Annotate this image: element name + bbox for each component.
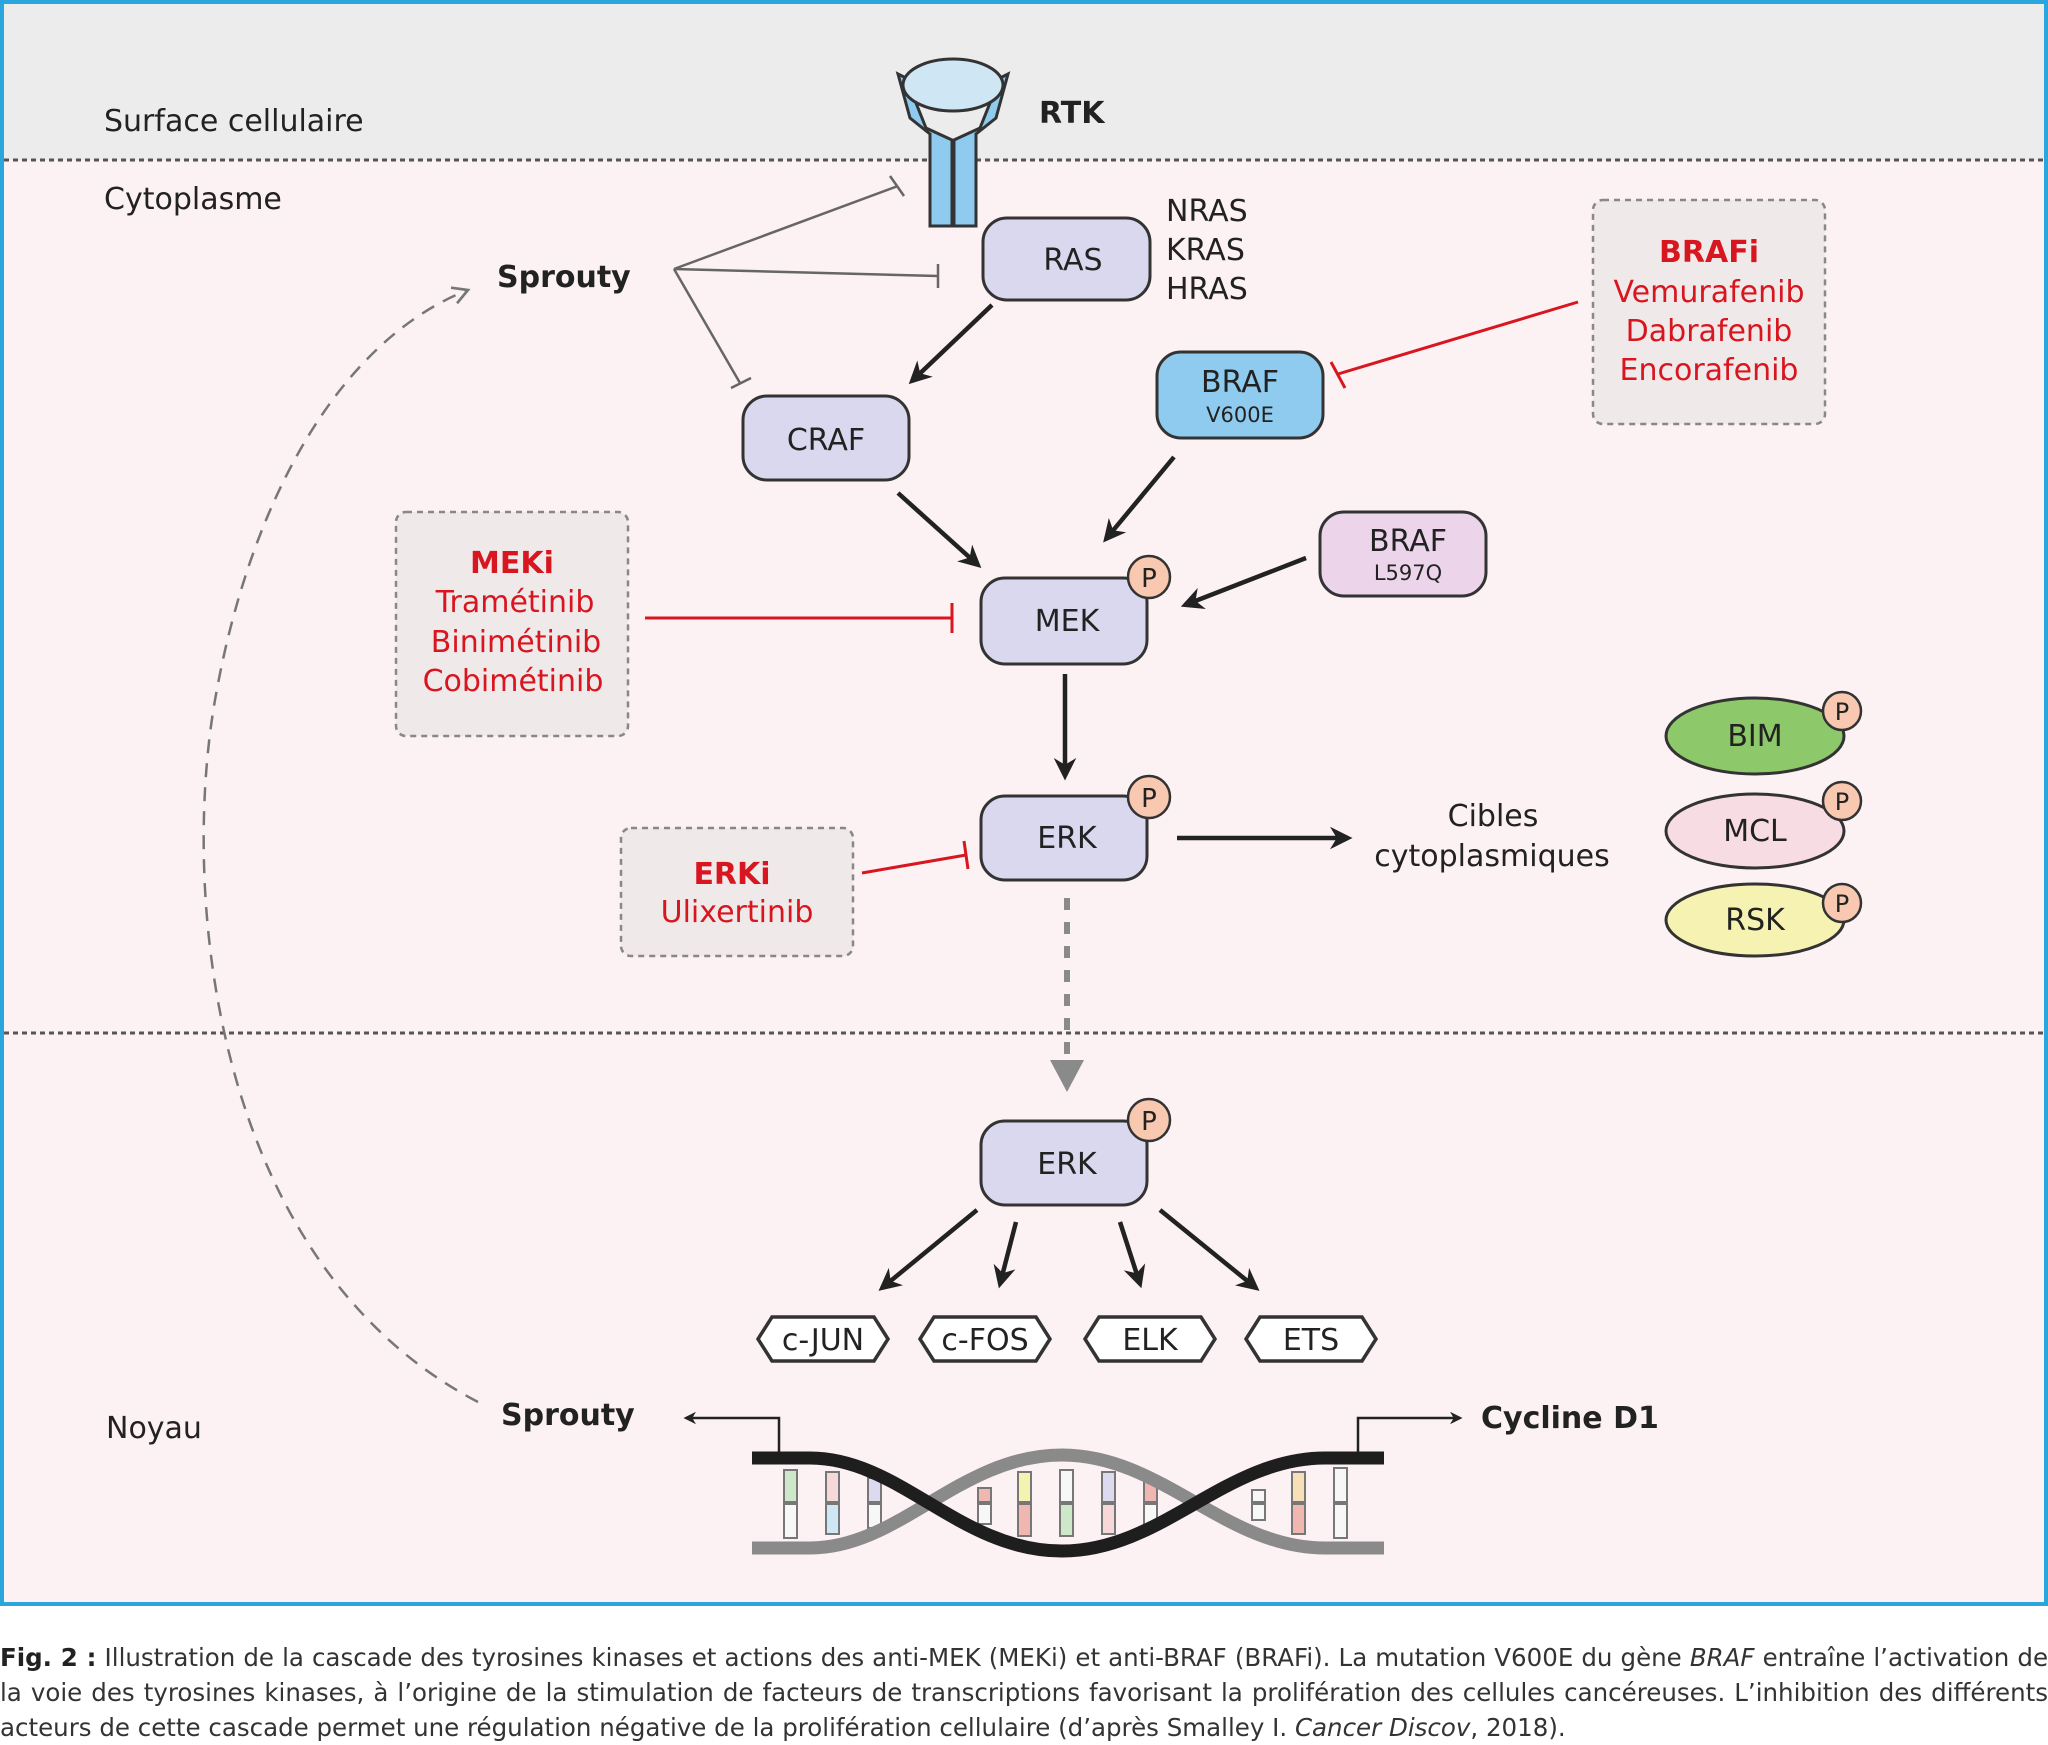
brafi-inhibition-line <box>1329 300 1579 389</box>
sprouty-bottom-label: Sprouty <box>501 1398 635 1433</box>
arrow-cyclin-gene <box>1356 1411 1463 1458</box>
craf-label: CRAF <box>787 423 865 458</box>
erk-cyto-phospho-badge <box>1126 774 1172 820</box>
arrow-erk-cfos <box>993 1221 1019 1289</box>
caption-text-1: Illustration de la cascade des tyrosines… <box>96 1643 1690 1672</box>
bim-label: BIM <box>1727 719 1782 754</box>
erk-cyto-label: ERK <box>1037 821 1098 856</box>
braf-v600e-name: BRAF <box>1201 365 1279 400</box>
cyclin-d1-label: Cycline D1 <box>1481 1401 1659 1436</box>
meki-title: MEKi <box>470 546 554 581</box>
ras-isoform-nras: NRAS <box>1166 194 1248 229</box>
ras-node <box>981 216 1152 302</box>
meki-drug-3: Cobimétinib <box>423 664 604 699</box>
braf-v600e-mutation: V600E <box>1206 403 1274 427</box>
rsk-phospho-label: P <box>1835 890 1849 918</box>
mcl-phospho-badge <box>1821 780 1863 822</box>
mcl-label: MCL <box>1723 814 1787 849</box>
surface-region <box>2 2 2046 160</box>
bim-phospho-badge <box>1821 690 1863 732</box>
feedback-arc <box>202 286 479 1404</box>
erki-box <box>619 826 855 958</box>
rsk-label: RSK <box>1725 903 1786 938</box>
figure-caption: Fig. 2 : Illustration de la cascade des … <box>0 1640 2048 1744</box>
erk-nucleus-node <box>979 1119 1149 1207</box>
brafi-title: BRAFi <box>1659 235 1759 270</box>
bim-phospho-label: P <box>1835 698 1849 726</box>
mek-node <box>979 576 1149 666</box>
sprouty-top-label: Sprouty <box>497 260 631 295</box>
tf-elk: ELK <box>1082 1315 1218 1363</box>
arrow-ras-craf <box>908 303 994 385</box>
caption-text-3: , 2018). <box>1470 1713 1566 1742</box>
erki-title: ERKi <box>693 857 770 892</box>
brafi-drug-1: Vemurafenib <box>1613 275 1804 310</box>
caption-gene: BRAF <box>1689 1643 1755 1672</box>
braf-l597q-mutation: L597Q <box>1374 561 1442 585</box>
braf-l597q-node <box>1318 510 1488 598</box>
tf-c-jun: c-JUN <box>755 1315 891 1363</box>
erki-inhibition-line <box>861 840 970 875</box>
arrow-braf-v600e-mek <box>1103 455 1176 543</box>
dna-strand-black <box>752 1451 1384 1558</box>
dna-helix-icon <box>752 1448 1384 1558</box>
dna-strand-grey <box>752 1448 1384 1555</box>
rtk-label: RTK <box>1039 96 1106 131</box>
mek-phospho-label: P <box>1141 564 1157 594</box>
brafi-drug-3: Encorafenib <box>1620 353 1799 388</box>
arrow-erk-elk <box>1117 1221 1146 1289</box>
erk-nucleus-label: ERK <box>1037 1147 1098 1182</box>
rtk-receptor-icon <box>895 57 1011 228</box>
brafi-box <box>1591 198 1827 426</box>
brafi-drug-2: Dabrafenib <box>1626 314 1793 349</box>
nucleus-label: Noyau <box>106 1411 202 1446</box>
ras-isoform-hras: HRAS <box>1166 272 1248 307</box>
tf-c-fos-label: c-FOS <box>941 1323 1028 1358</box>
ras-isoform-kras: KRAS <box>1166 233 1245 268</box>
erk-translocation-arrow <box>1050 898 1084 1092</box>
sprouty-inhibition-lines <box>672 175 940 390</box>
transcription-arrows <box>683 1411 1463 1458</box>
ras-label: RAS <box>1043 243 1102 278</box>
surface-label: Surface cellulaire <box>104 104 364 139</box>
caption-label: Fig. 2 : <box>0 1643 97 1672</box>
craf-node <box>741 394 911 482</box>
tf-elk-label: ELK <box>1122 1323 1179 1358</box>
caption-journal: Cancer Discov <box>1294 1713 1471 1742</box>
mcl-phospho-label: P <box>1835 788 1849 816</box>
mapk-pathway-diagram: Surface cellulaire Cytoplasme Noyau RTK … <box>0 0 2048 1606</box>
meki-drug-1: Tramétinib <box>435 585 595 620</box>
braf-v600e-node <box>1155 350 1325 440</box>
erk-nucleus-phospho-label: P <box>1141 1107 1157 1137</box>
caption-text-2: entraîne l’activation de la voie des tyr… <box>0 1643 2048 1742</box>
erk-nucleus-phospho-badge <box>1126 1097 1172 1143</box>
braf-l597q-name: BRAF <box>1369 524 1447 559</box>
mek-phospho-badge <box>1126 554 1172 600</box>
arrow-erk-cjun <box>878 1208 979 1291</box>
cytoplasmic-targets-line1: Cibles <box>1448 799 1539 834</box>
tf-c-jun-label: c-JUN <box>782 1323 864 1358</box>
erk-cyto-phospho-label: P <box>1141 784 1157 814</box>
arrow-braf-l597q-mek <box>1180 555 1307 609</box>
rsk-phospho-badge <box>1821 882 1863 924</box>
meki-inhibition-line <box>645 603 954 633</box>
tf-ets: ETS <box>1243 1315 1379 1363</box>
mcl-node <box>1664 792 1846 870</box>
signal-arrows <box>878 303 1353 1291</box>
cytoplasmic-targets-line2: cytoplasmiques <box>1374 839 1609 874</box>
figure-frame <box>0 0 2048 1606</box>
meki-box <box>394 510 630 738</box>
arrow-erk-ets <box>1158 1208 1260 1291</box>
tf-ets-label: ETS <box>1283 1323 1339 1358</box>
mek-label: MEK <box>1035 604 1101 639</box>
tf-c-fos: c-FOS <box>917 1315 1053 1363</box>
meki-drug-2: Binimétinib <box>431 625 601 660</box>
erk-cyto-node <box>979 794 1149 882</box>
erki-drug-1: Ulixertinib <box>661 895 814 930</box>
cytoplasm-label: Cytoplasme <box>104 182 282 217</box>
bim-node <box>1664 696 1846 776</box>
arrow-sprouty-gene <box>683 1411 781 1458</box>
arrow-craf-mek <box>896 491 982 569</box>
